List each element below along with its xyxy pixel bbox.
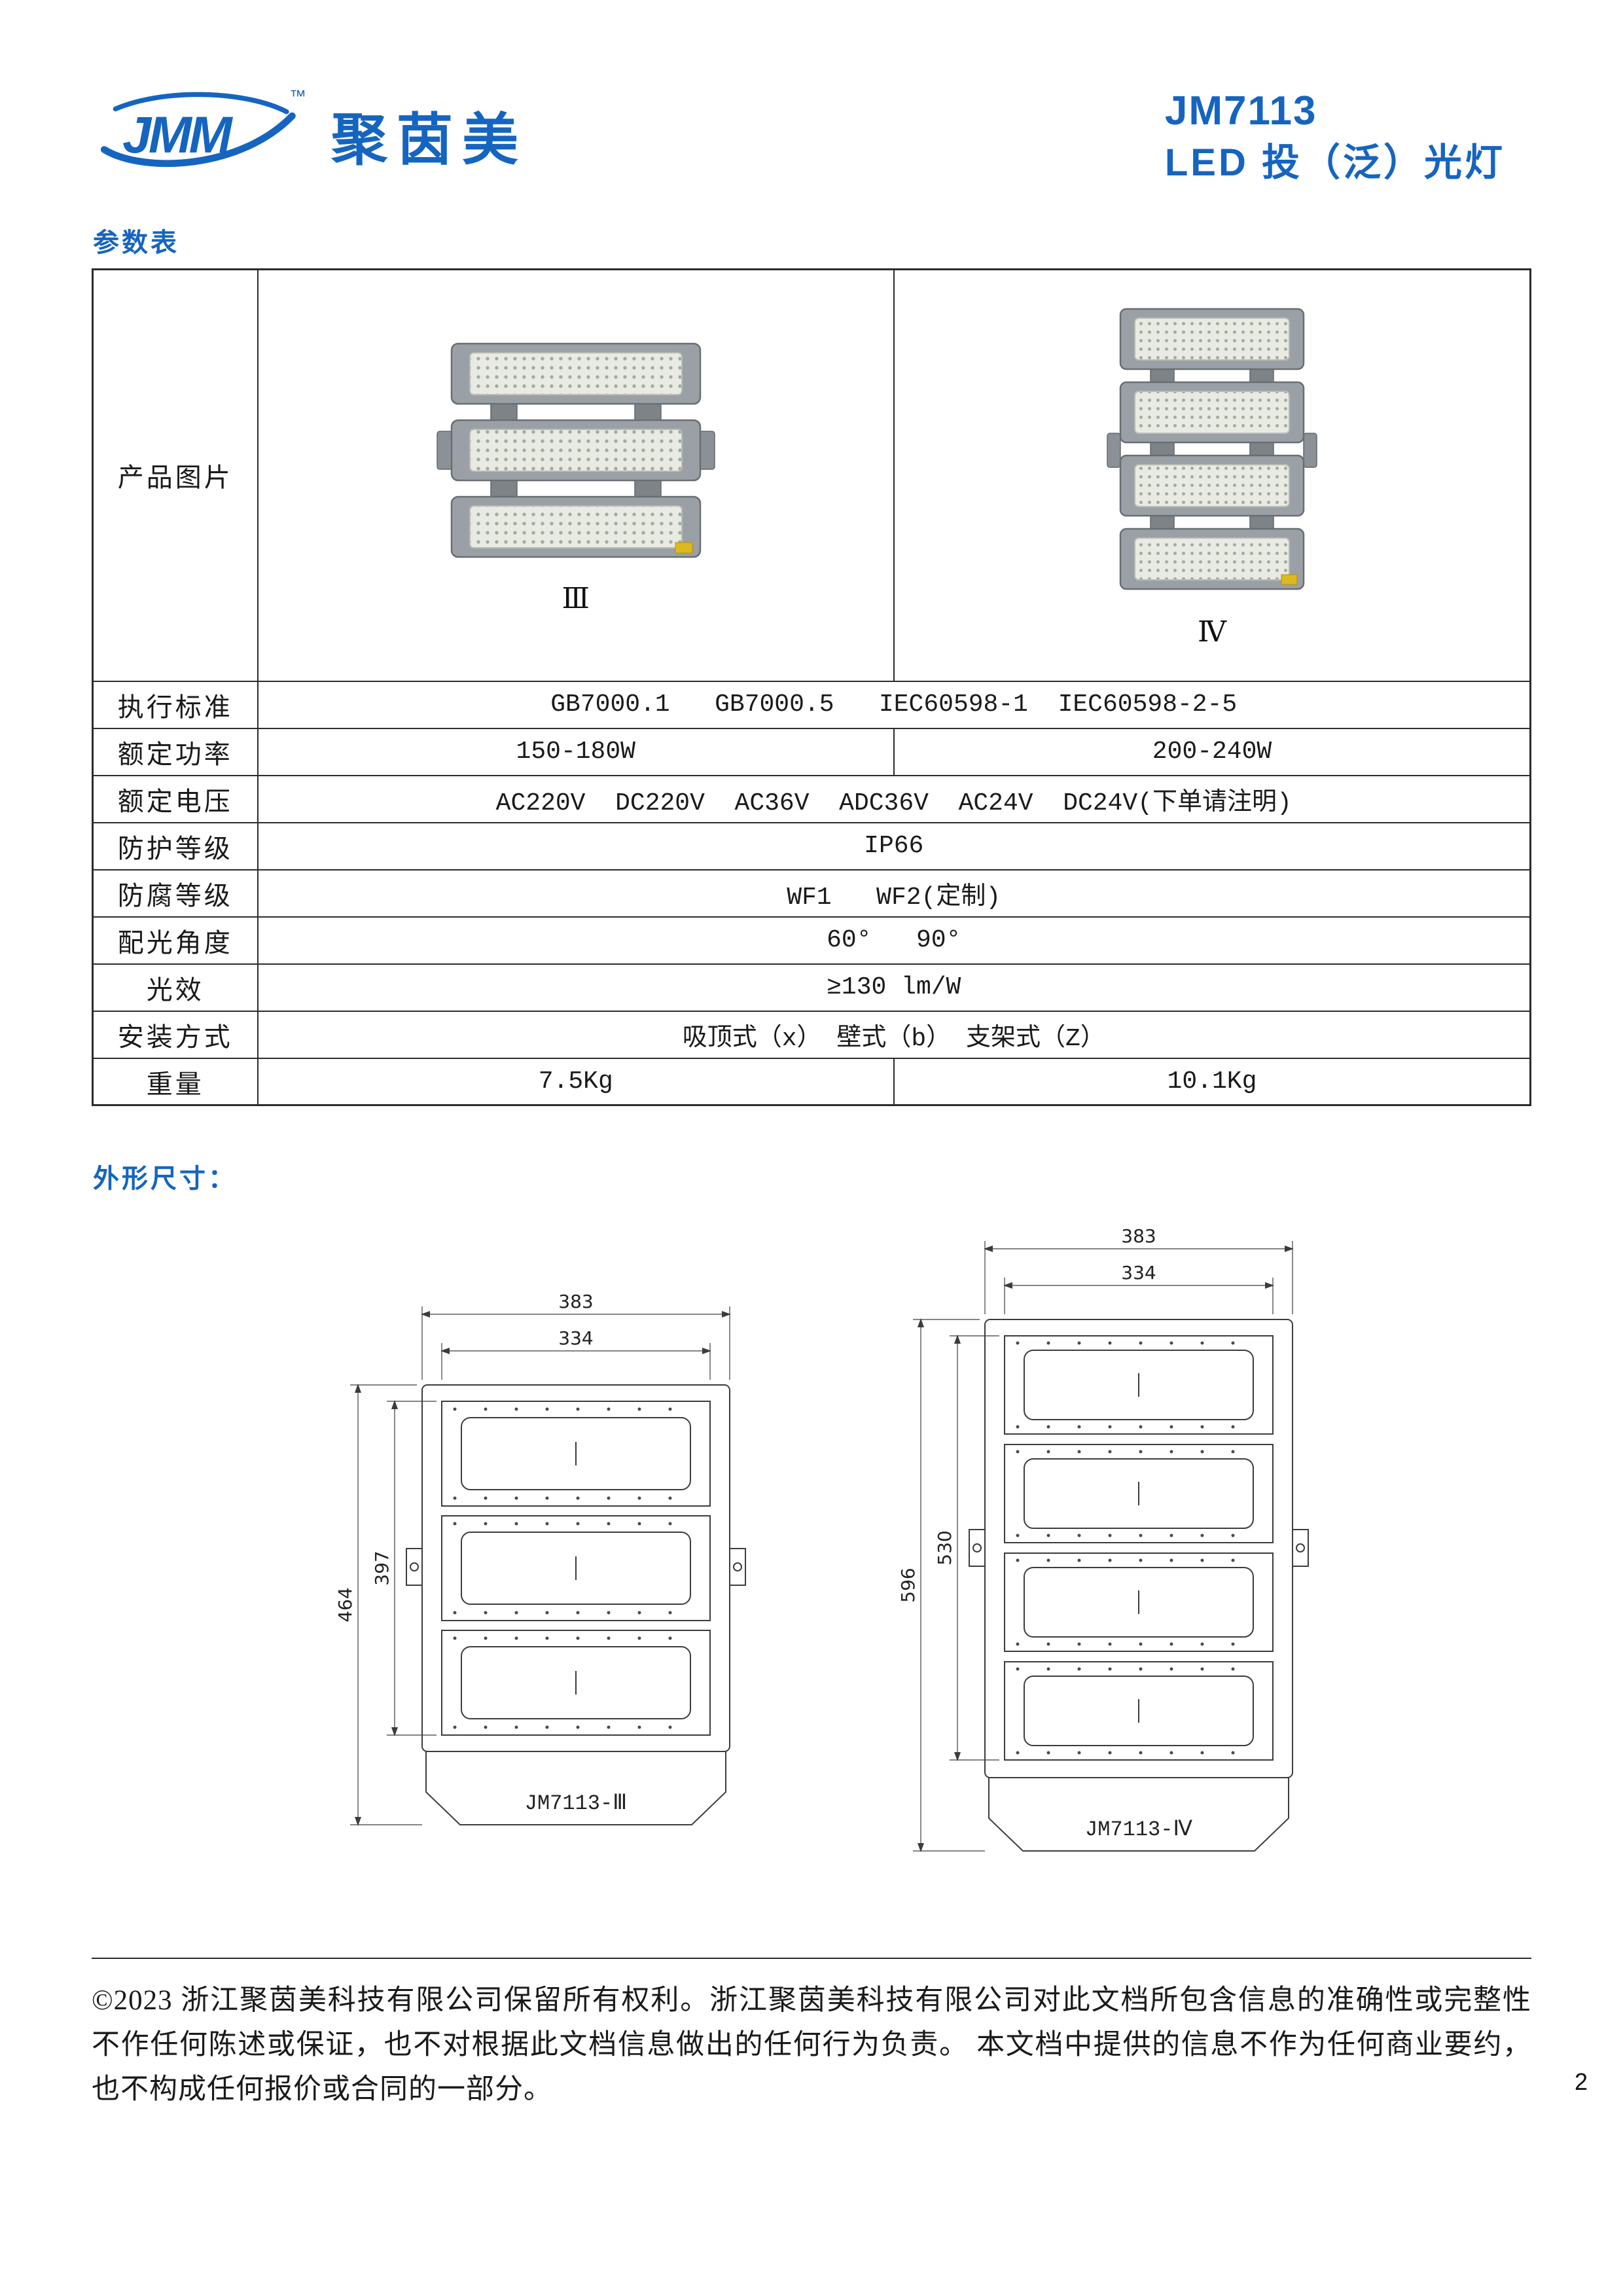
- logo-swoosh-bottom: [100, 112, 296, 168]
- photo-cell-iv: Ⅳ: [893, 268, 1531, 682]
- variant-label-iv: Ⅳ: [1198, 615, 1226, 649]
- table-row: 防腐等级 WF1 WF2(定制): [92, 869, 1531, 918]
- led-module: [1119, 528, 1305, 590]
- logo-swoosh-top: [113, 92, 289, 115]
- row-label: 配光角度: [92, 916, 259, 965]
- section-label-params: 参数表: [93, 228, 179, 257]
- dimension-drawing-iv: JM7113-Ⅳ 383 334 530 596: [897, 1225, 1309, 1853]
- copyright-text: ©2023 浙江聚茵美科技有限公司保留所有权利。浙江聚茵美科技有限公司对此文档所…: [92, 1985, 1531, 2106]
- table-row: 重量 7.5Kg 10.1Kg: [92, 1057, 1531, 1106]
- param-table: 产品图片: [92, 268, 1531, 1107]
- led-module: [1119, 454, 1305, 517]
- module-connector: [490, 401, 518, 423]
- dimension-lines-iv: 383 334 530 596: [897, 1225, 1294, 1853]
- row-label: 安装方式: [92, 1010, 259, 1059]
- row-label-photos: 产品图片: [92, 268, 259, 682]
- side-bracket: [437, 431, 454, 470]
- row-value-iv: 200-240W: [893, 727, 1531, 776]
- dim-outer-height-iii: 464: [334, 1588, 356, 1623]
- brand-block: JMM ™ 聚茵美: [92, 85, 527, 183]
- table-row: 防护等级 IP66: [92, 821, 1531, 870]
- table-row: 额定功率 150-180W 200-240W: [92, 727, 1531, 776]
- dimension-drawing-iii: JM7113-Ⅲ 383 334 397 464: [334, 1291, 746, 1827]
- page-header: JMM ™ 聚茵美 JM7113 LED 投（泛）光灯: [92, 85, 1531, 187]
- model-number: JM7113: [1164, 88, 1317, 134]
- row-value-iv: 10.1Kg: [893, 1057, 1531, 1106]
- dim-inner-width-iii: 334: [558, 1327, 593, 1349]
- brand-logo-icon: JMM ™: [100, 88, 306, 168]
- dim-outer-width-iv: 383: [1121, 1225, 1156, 1247]
- title-block: JM7113 LED 投（泛）光灯: [1165, 85, 1505, 187]
- dim-inner-width-iv: 334: [1121, 1262, 1156, 1283]
- table-row: 光效 ≥130 lm/W: [92, 963, 1531, 1012]
- row-label: 光效: [92, 963, 259, 1012]
- row-value-iii: 150-180W: [257, 727, 895, 776]
- row-value: ≥130 lm/W: [257, 963, 1531, 1012]
- led-module: [1119, 308, 1305, 370]
- variant-label-iii: Ⅲ: [562, 581, 590, 615]
- photo-wrap-iii: Ⅲ: [259, 336, 893, 615]
- row-value: WF1 WF2(定制): [257, 869, 1531, 918]
- product-photo-iv: [1107, 308, 1317, 590]
- logo-text: JMM: [122, 105, 234, 164]
- lamp-body-outline-iv: JM7113-Ⅳ: [969, 1319, 1309, 1852]
- brand-name: 聚茵美: [331, 108, 527, 171]
- led-module: [450, 342, 701, 405]
- table-row-photos: 产品图片: [92, 268, 1531, 682]
- row-value: AC220V DC220V AC36V ADC36V AC24V DC24V(下…: [257, 774, 1531, 823]
- dim-inner-height-iv: 530: [934, 1531, 955, 1566]
- photo-cell-iii: Ⅲ: [257, 268, 895, 682]
- trademark-symbol: ™: [289, 88, 306, 106]
- lamp-body-outline-iii: JM7113-Ⅲ: [406, 1384, 746, 1826]
- page-footer: ©2023 浙江聚茵美科技有限公司保留所有权利。浙江聚茵美科技有限公司对此文档所…: [92, 1958, 1531, 2112]
- warning-label: [675, 542, 693, 554]
- table-row: 配光角度 60° 90°: [92, 916, 1531, 965]
- dim-inner-height-iii: 397: [371, 1551, 393, 1586]
- led-module: [450, 495, 701, 558]
- row-value: GB7000.1 GB7000.5 IEC60598-1 IEC60598-2-…: [257, 680, 1531, 729]
- dimension-lines-iii: 383 334 397 464: [334, 1291, 731, 1827]
- row-label: 防腐等级: [92, 869, 259, 918]
- row-value-iii: 7.5Kg: [257, 1057, 895, 1106]
- product-photo-iii: [437, 342, 715, 558]
- drawing-name-iii: JM7113-Ⅲ: [525, 1791, 627, 1816]
- product-type: LED 投（泛）光灯: [1164, 141, 1505, 184]
- row-label: 额定功率: [92, 727, 259, 776]
- dimension-drawings: JM7113-Ⅲ 383 334 397 464: [92, 1221, 1531, 1895]
- warning-label: [1281, 574, 1298, 585]
- table-row: 执行标准 GB7000.1 GB7000.5 IEC60598-1 IEC605…: [92, 680, 1531, 729]
- row-value: 60° 90°: [257, 916, 1531, 965]
- row-label: 额定电压: [92, 774, 259, 823]
- dim-outer-width-iii: 383: [558, 1291, 593, 1312]
- row-label: 重量: [92, 1057, 259, 1106]
- table-row: 额定电压 AC220V DC220V AC36V ADC36V AC24V DC…: [92, 774, 1531, 823]
- section-label-dimensions: 外形尺寸：: [93, 1164, 237, 1194]
- side-bracket: [1107, 433, 1121, 468]
- drawing-name-iv: JM7113-Ⅳ: [1085, 1818, 1192, 1842]
- row-label: 防护等级: [92, 821, 259, 870]
- led-module: [450, 419, 701, 482]
- row-value: IP66: [257, 821, 1531, 870]
- dim-outer-height-iv: 596: [897, 1568, 919, 1603]
- led-module: [1119, 381, 1305, 444]
- row-label: 执行标准: [92, 680, 259, 729]
- photo-wrap-iv: Ⅳ: [895, 302, 1529, 649]
- page-number: 2: [1574, 2068, 1588, 2095]
- row-value: 吸顶式（x） 壁式（b） 支架式（Z）: [257, 1010, 1531, 1059]
- table-row: 安装方式 吸顶式（x） 壁式（b） 支架式（Z）: [92, 1010, 1531, 1059]
